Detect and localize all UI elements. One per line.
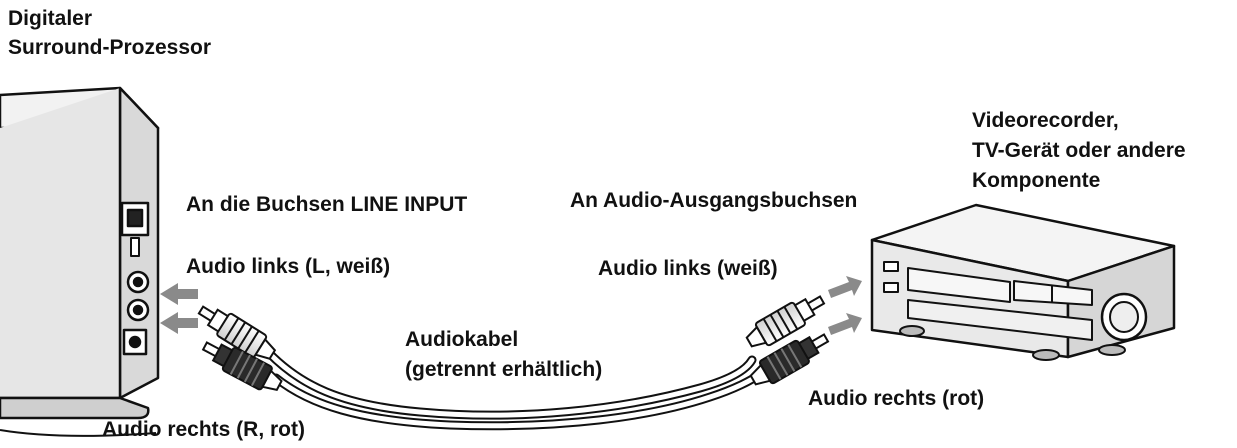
label-cable-line1: Audiokabel xyxy=(405,328,519,351)
label-video-line2: TV-Gerät oder andere xyxy=(972,139,1186,162)
label-processor-line2: Surround-Prozessor xyxy=(8,36,212,59)
plug-right-red xyxy=(749,333,830,386)
label-cable-line2: (getrennt erhältlich) xyxy=(405,358,603,381)
label-processor-line1: Digitaler xyxy=(8,7,93,30)
plug-right-white xyxy=(745,295,826,348)
plug-left-white xyxy=(197,305,277,360)
label-audio-right-output: Audio rechts (rot) xyxy=(808,387,985,410)
label-audio-right-input: Audio rechts (R, rot) xyxy=(102,418,305,441)
direction-arrows xyxy=(160,276,862,335)
label-video-line3: Komponente xyxy=(972,169,1101,192)
label-video-line1: Videorecorder, xyxy=(972,109,1119,132)
surround-processor-device xyxy=(0,86,160,437)
label-audio-left-output: Audio links (weiß) xyxy=(598,257,778,280)
label-audio-left-input: Audio links (L, weiß) xyxy=(186,255,391,278)
label-line-input: An die Buchsen LINE INPUT xyxy=(186,193,468,216)
plug-left-red xyxy=(201,341,283,391)
label-audio-output-jacks: An Audio-Ausgangsbuchsen xyxy=(570,189,858,212)
video-component-device xyxy=(870,203,1176,361)
